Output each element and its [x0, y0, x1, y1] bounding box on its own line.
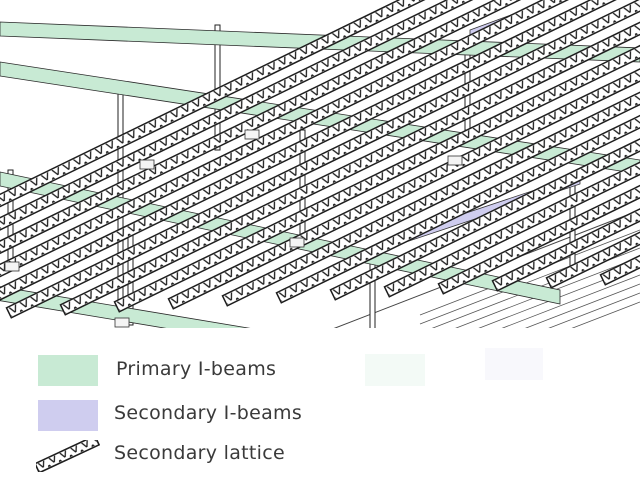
lattice-truss: [0, 0, 534, 328]
lattice-chord: [491, 0, 640, 292]
lattice-web: [277, 0, 640, 302]
legend-swatch-lattice-icon: [36, 440, 100, 472]
lattice-truss: [437, 0, 640, 295]
lattice-web: [385, 0, 640, 296]
connection-block: [139, 159, 155, 170]
column: [369, 254, 376, 328]
lattice-truss: [275, 0, 640, 304]
lattice-web: [7, 0, 640, 317]
lattice-truss: [0, 0, 588, 325]
lattice-truss: [221, 0, 640, 307]
secondary-lattices: [0, 0, 640, 328]
lattice-truss: [599, 0, 640, 286]
lattice-web: [0, 0, 478, 328]
roof-structure-drawing: [0, 0, 640, 328]
lattice-truss: [491, 0, 640, 292]
lattice-web: [0, 0, 424, 328]
lattice-web: [0, 0, 586, 323]
lattice-truss: [545, 0, 640, 289]
lattice-truss: [329, 0, 640, 301]
roof-line: [455, 256, 640, 328]
lattice-web: [439, 0, 640, 293]
legend-swatch-secondary: [38, 400, 98, 431]
legend-swatch-primary: [38, 355, 98, 386]
faded-swatch: [365, 354, 425, 386]
lattice-web: [61, 0, 640, 314]
roof-line: [548, 292, 640, 328]
lattice-web: [0, 0, 532, 326]
legend-label-secondary: Secondary I-beams: [114, 402, 303, 424]
lattice-truss: [5, 0, 640, 319]
lattice-truss: [0, 0, 480, 328]
legend-label-primary: Primary I-beams: [116, 358, 277, 380]
faded-swatch: [485, 348, 543, 380]
connection-block: [289, 237, 305, 248]
connection-block: [244, 129, 260, 140]
lattice-chord: [545, 0, 640, 289]
lattice-web: [223, 0, 640, 305]
connection-blocks: [4, 129, 463, 328]
lattice-truss: [0, 0, 426, 328]
lattice-chord: [599, 0, 640, 286]
connection-block: [4, 261, 20, 272]
lattice-web: [0, 0, 640, 320]
lattice-truss: [167, 0, 640, 310]
lattice-truss: [59, 0, 640, 316]
lattice-web: [115, 0, 640, 311]
lattice-truss: [0, 0, 640, 322]
connection-block: [447, 155, 463, 166]
connection-block: [114, 317, 130, 328]
roof-line: [525, 283, 640, 328]
roof-line: [501, 274, 640, 328]
lattice-web: [331, 0, 640, 299]
legend: Primary I-beams Secondary I-beams Second…: [0, 330, 640, 502]
legend-label-lattice: Secondary lattice: [114, 442, 285, 464]
lattice-truss: [113, 0, 640, 313]
lattice-truss: [383, 0, 640, 298]
lattice-web: [169, 0, 640, 308]
roof-line: [571, 301, 640, 328]
